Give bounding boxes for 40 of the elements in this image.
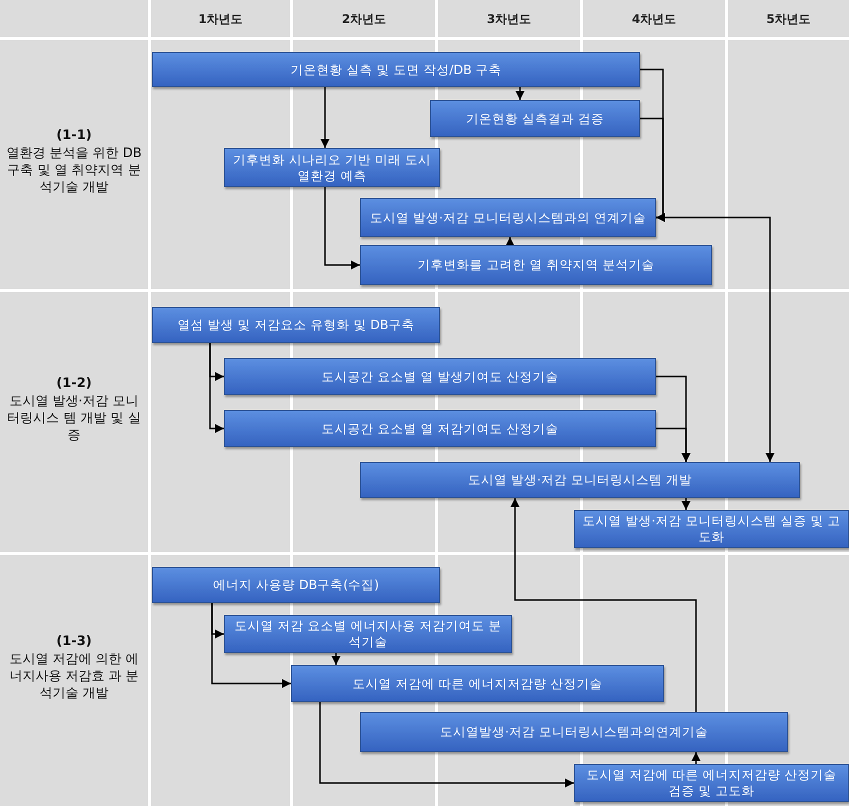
arrow [332, 653, 340, 665]
arrow [211, 603, 291, 688]
arrow [320, 87, 330, 148]
column-header: 2차년도 [340, 11, 388, 28]
column-header: 5차년도 [765, 11, 812, 28]
task-box: 기온현황 실측결과 검증 [430, 100, 640, 137]
row-number: (1-1) [55, 127, 93, 144]
column-header: 4차년도 [630, 11, 678, 28]
task-box: 도시열 저감에 따른 에너지저감량 산정기술 [291, 665, 664, 702]
task-box: 도시열 발생·저감 모니터링시스템과의 연계기술 [360, 198, 656, 237]
task-box: 기후변화 시나리오 기반 미래 도시열환경 예측 [224, 148, 440, 187]
task-box: 도시공간 요소별 열 발생기여도 산정기술 [224, 358, 656, 395]
arrow [209, 343, 224, 433]
task-box: 도시열 발생·저감 모니터링시스템 실증 및 고도화 [574, 510, 849, 548]
column-header: 3차년도 [486, 11, 532, 28]
arrow [692, 752, 700, 764]
task-box: 기온현황 실측 및 도면 작성/DB 구축 [152, 52, 640, 87]
arrow [506, 237, 514, 246]
column-header: 1차년도 [197, 11, 244, 28]
row-heading: 도시열 발생·저감 모니터링시스 템 개발 및 실증 [6, 393, 142, 444]
row-number: (1-2) [55, 375, 93, 392]
arrow [682, 498, 690, 510]
arrow [640, 118, 665, 222]
task-box: 도시공간 요소별 열 저감기여도 산정기술 [224, 410, 656, 447]
task-box: 도시열발생·저감 모니터링시스템과의연계기술 [360, 712, 788, 752]
task-box: 도시열 저감 요소별 에너지사용 저감기여도 분석기술 [224, 615, 512, 653]
task-box: 열섬 발생 및 저감요소 유형화 및 DB구축 [152, 307, 440, 343]
row-number: (1-3) [55, 633, 93, 650]
row-heading: 도시열 저감에 의한 에너지사용 저감효 과 분석기술 개발 [8, 651, 140, 702]
task-box: 에너지 사용량 DB구축(수집) [152, 567, 440, 603]
arrow [319, 702, 574, 788]
task-box: 도시열 저감에 따른 에너지저감량 산정기술 검증 및 고도화 [574, 764, 849, 802]
task-box: 기후변화를 고려한 열 취약지역 분석기술 [360, 245, 712, 285]
arrow [324, 187, 360, 270]
arrow [510, 498, 697, 712]
arrow [656, 216, 774, 462]
task-box: 도시열 발생·저감 모니터링시스템 개발 [360, 462, 800, 498]
row-heading: 열환경 분석을 위한 DB 구축 및 열 취약지역 분석기술 개발 [5, 145, 143, 196]
arrow [656, 428, 690, 462]
arrow [516, 87, 524, 100]
